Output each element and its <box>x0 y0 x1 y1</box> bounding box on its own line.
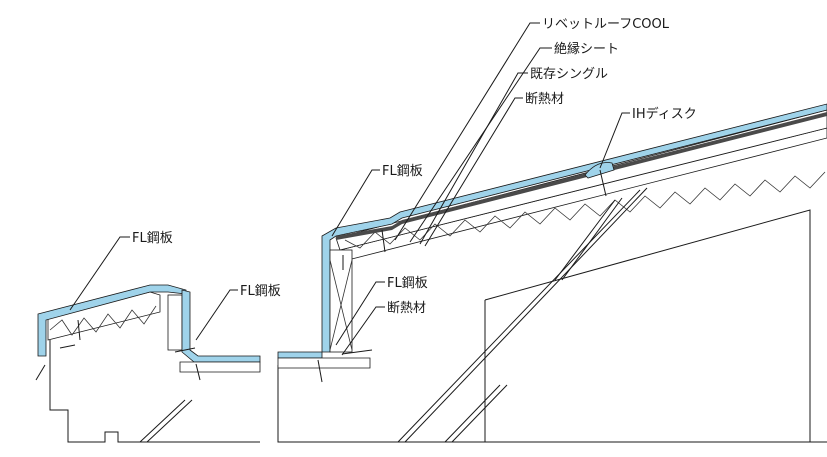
label-existing-shingle: 既存シングル <box>530 67 608 82</box>
left-rafter-1 <box>139 399 186 443</box>
main-roof <box>277 103 827 443</box>
gutter-base-right <box>277 357 371 369</box>
left-parapet-sheet <box>181 289 261 363</box>
leader-fl-steel-2 <box>69 236 130 311</box>
left-rafter-1b <box>146 399 193 443</box>
gutter-sheet-right <box>277 351 323 359</box>
label-ih-disc: IHディスク <box>632 106 697 122</box>
leader-lines <box>69 22 630 356</box>
label-fl-steel-1: FL鋼板 <box>382 164 423 179</box>
leader-existing-shingle <box>419 72 528 245</box>
left-screw-2 <box>59 344 76 349</box>
label-fl-steel-2: FL鋼板 <box>132 231 173 246</box>
left-screw <box>174 347 196 353</box>
label-insulation-2: 断熱材 <box>387 301 426 316</box>
label-rivet-roof-cool: リベットルーフCOOL <box>542 17 670 32</box>
leader-insulation-sheet <box>409 47 552 243</box>
rafter-2b <box>561 197 623 281</box>
leader-insulation-1 <box>424 97 523 247</box>
left-gutter-base <box>179 361 261 373</box>
ih-disc-joint <box>584 162 615 179</box>
left-roof-sheet <box>37 284 187 357</box>
left-gutter-screw <box>195 363 201 381</box>
screw-a <box>381 229 386 253</box>
leader-fl-steel-1 <box>331 169 380 237</box>
insulation-hatch-left <box>49 305 157 336</box>
label-insulation-1: 断熱材 <box>525 92 564 107</box>
gutter-screw-right <box>317 359 323 383</box>
left-parapet-post <box>167 294 183 351</box>
left-roof <box>35 284 261 443</box>
leader-rivet-roof <box>394 22 540 241</box>
screw-c <box>341 349 373 355</box>
label-fl-steel-3: FL鋼板 <box>240 284 281 299</box>
leader-insulation-2 <box>341 306 385 356</box>
upper-wall-line <box>484 209 811 442</box>
label-fl-steel-4: FL鋼板 <box>387 276 428 291</box>
existing-shingle-band <box>336 112 827 240</box>
rafter-2 <box>554 199 616 281</box>
leader-fl-steel-4 <box>335 281 385 346</box>
rafter-1 <box>397 189 641 443</box>
ih-disc-screw <box>599 169 607 197</box>
rafter-3b <box>451 384 508 443</box>
leader-ih-disc <box>599 112 630 169</box>
left-edge-clip <box>35 364 46 381</box>
leader-fl-steel-3 <box>195 289 238 341</box>
rafter-3 <box>444 384 501 443</box>
building-outline-left <box>49 340 260 443</box>
building-outline-right <box>277 365 827 443</box>
label-insulation-sheet: 絶縁シート <box>554 41 619 57</box>
rafter-1b <box>404 187 648 443</box>
left-screw-3 <box>77 319 81 341</box>
